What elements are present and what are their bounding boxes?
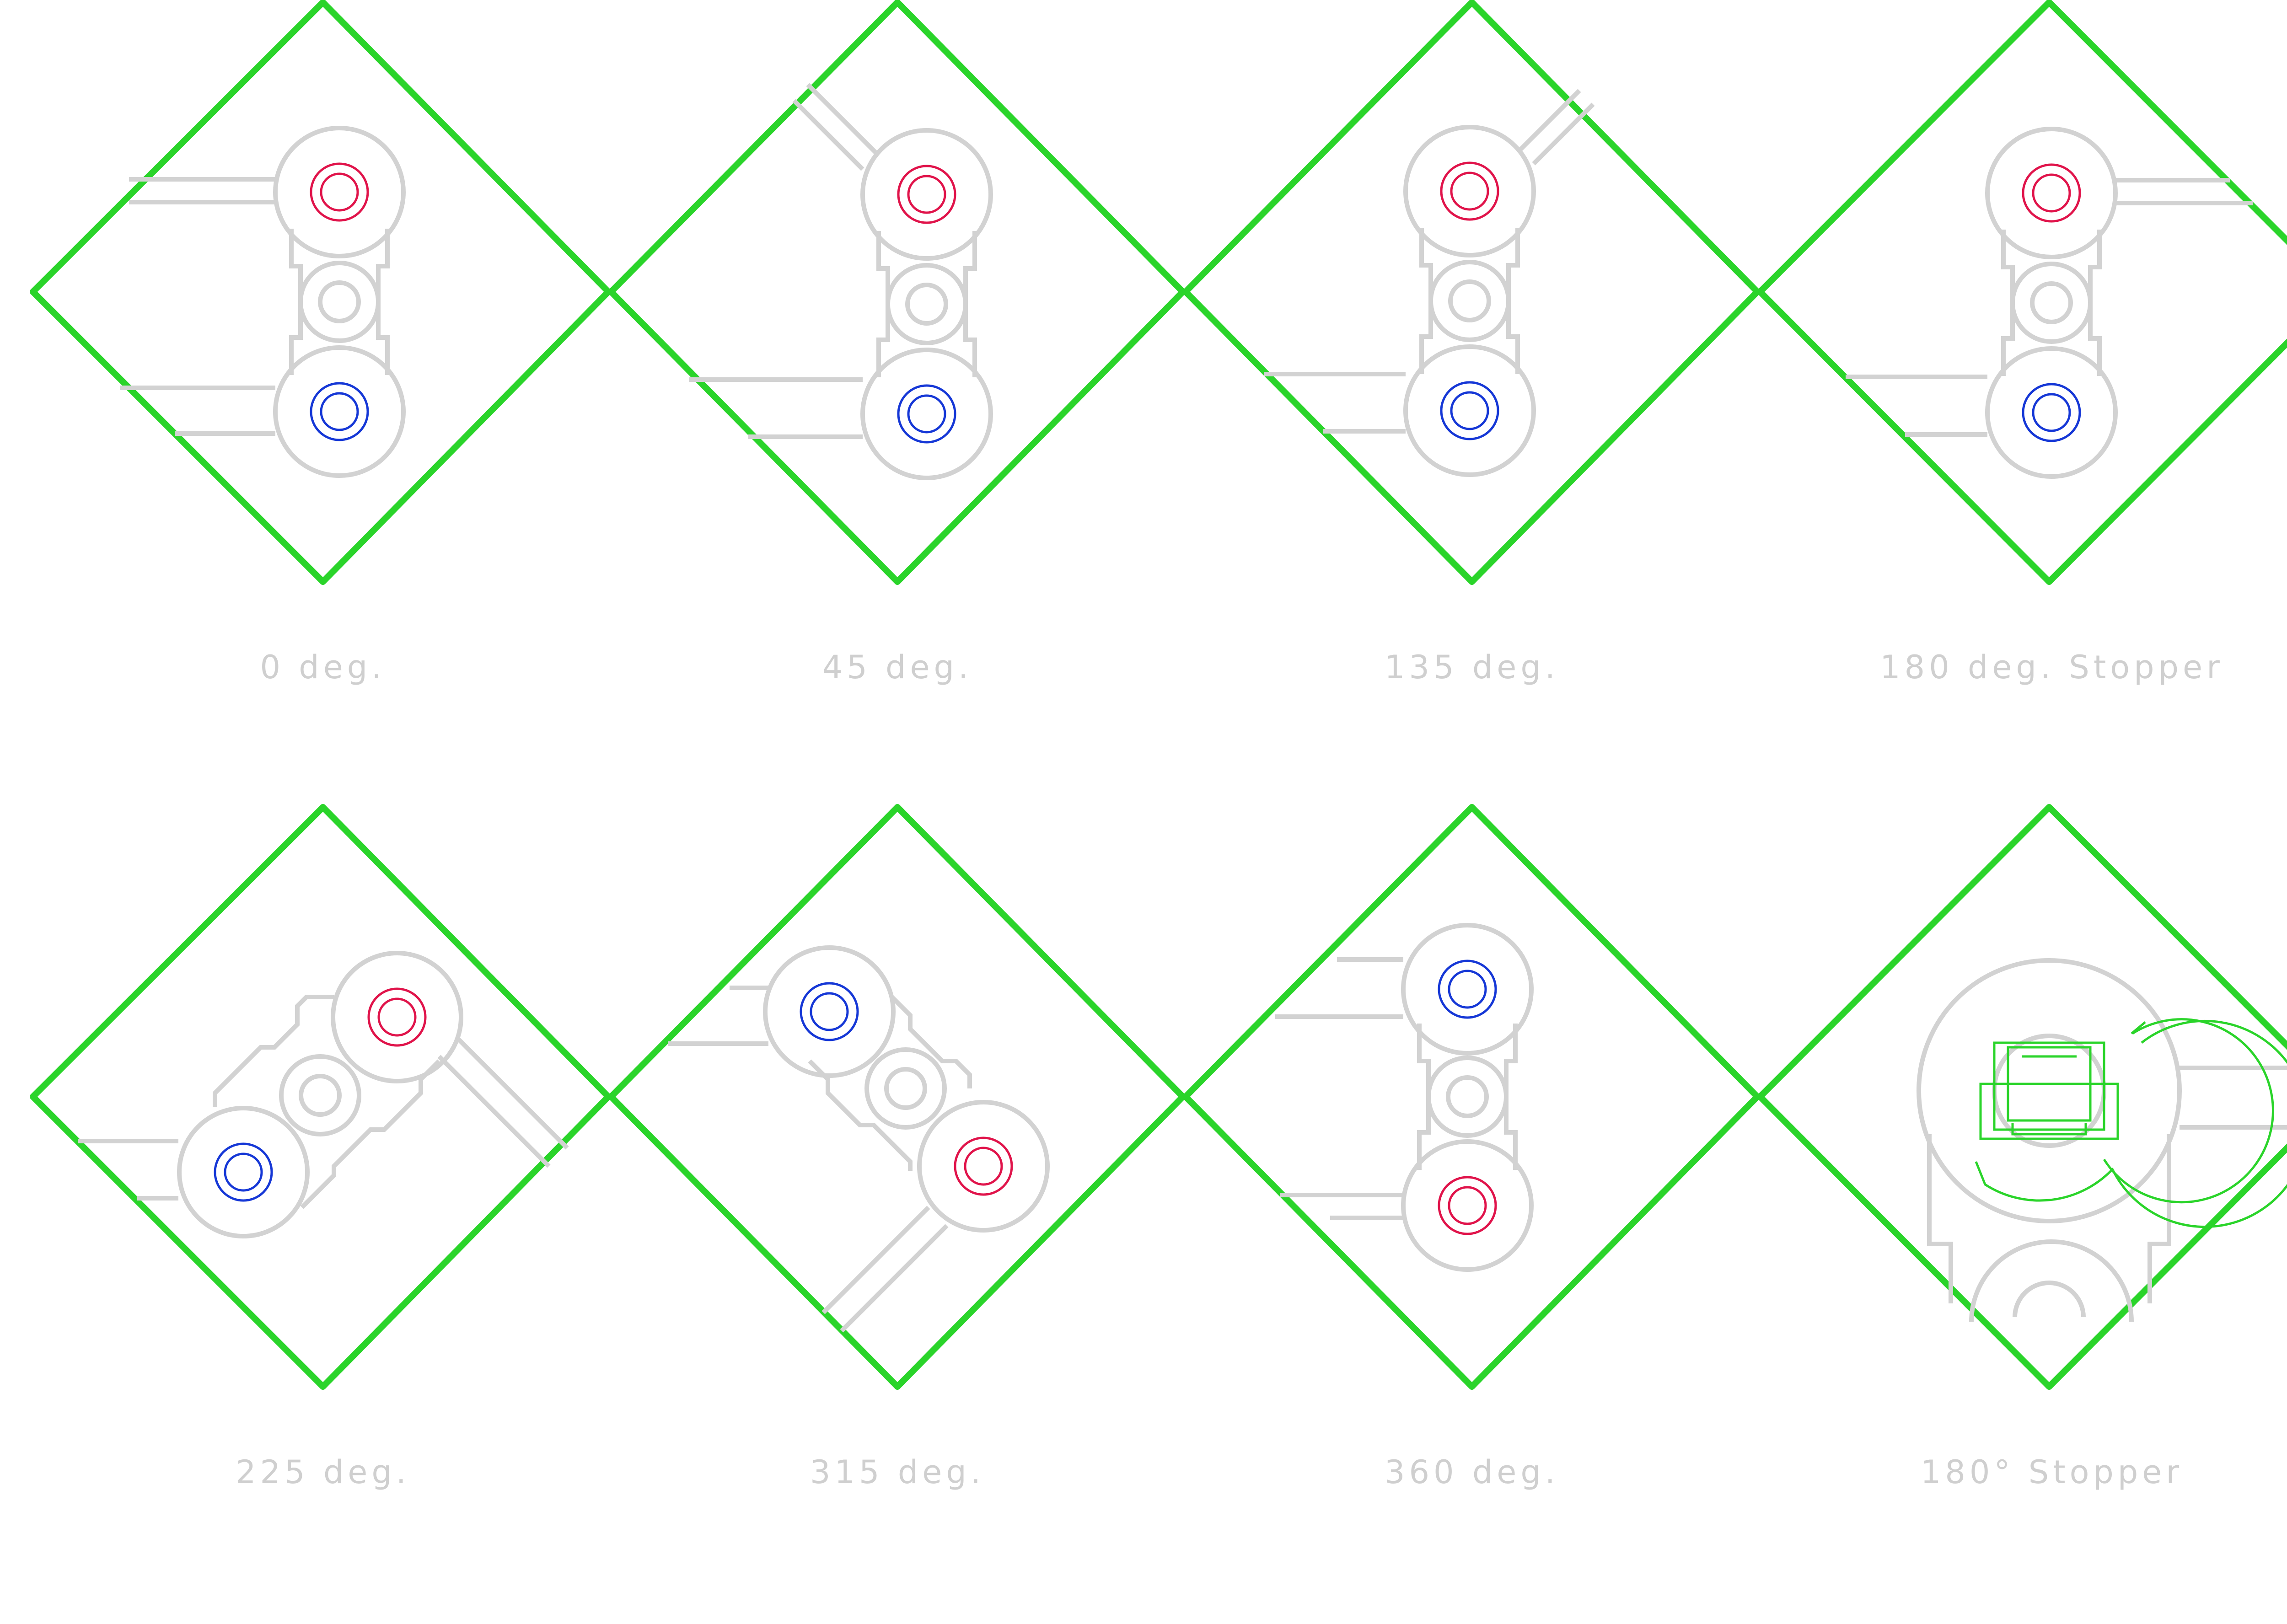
panel-frame xyxy=(608,804,1186,1390)
panel-caption: 135 deg. xyxy=(1385,649,1559,686)
panel-frame xyxy=(1757,0,2287,585)
panel-caption: 180 deg. Stopper xyxy=(1880,649,2224,686)
panel-caption: 0 deg. xyxy=(260,649,386,686)
panel-135-deg: 135 deg. xyxy=(1182,0,1761,686)
panel-360-deg: 360 deg. xyxy=(1182,804,1761,1491)
panel-caption: 360 deg. xyxy=(1385,1453,1559,1491)
panel-caption: 180° Stopper xyxy=(1921,1453,2183,1491)
panel-frame xyxy=(1182,0,1761,585)
panel-180-stopper-detail: 180° Stopper xyxy=(1757,804,2287,1491)
panel-caption: 45 deg. xyxy=(822,649,973,686)
stopper-green-part xyxy=(1975,1018,2287,1228)
panel-frame xyxy=(608,0,1186,585)
hinge-link xyxy=(78,951,569,1238)
panel-225-deg: 225 deg. xyxy=(30,804,612,1491)
panel-frame xyxy=(1757,804,2287,1390)
panel-frame xyxy=(30,0,612,585)
hinge-link xyxy=(1264,89,1595,477)
stopper-assembly xyxy=(1917,958,2287,1322)
panel-frame xyxy=(1182,804,1761,1390)
hinge-link xyxy=(1275,923,1534,1272)
panel-caption: 225 deg. xyxy=(236,1453,410,1491)
panel-frame xyxy=(30,804,612,1390)
panel-45-deg: 45 deg. xyxy=(608,0,1186,686)
panel-180-deg-stopper: 180 deg. Stopper xyxy=(1757,0,2287,686)
hinge-link xyxy=(668,945,1050,1333)
hinge-link xyxy=(1846,127,2253,479)
panel-315-deg: 315 deg. xyxy=(608,804,1186,1491)
panel-caption: 315 deg. xyxy=(810,1453,985,1491)
hinge-link xyxy=(120,128,403,476)
hinge-link xyxy=(689,83,993,480)
panel-0-deg: 0 deg. xyxy=(30,0,612,686)
